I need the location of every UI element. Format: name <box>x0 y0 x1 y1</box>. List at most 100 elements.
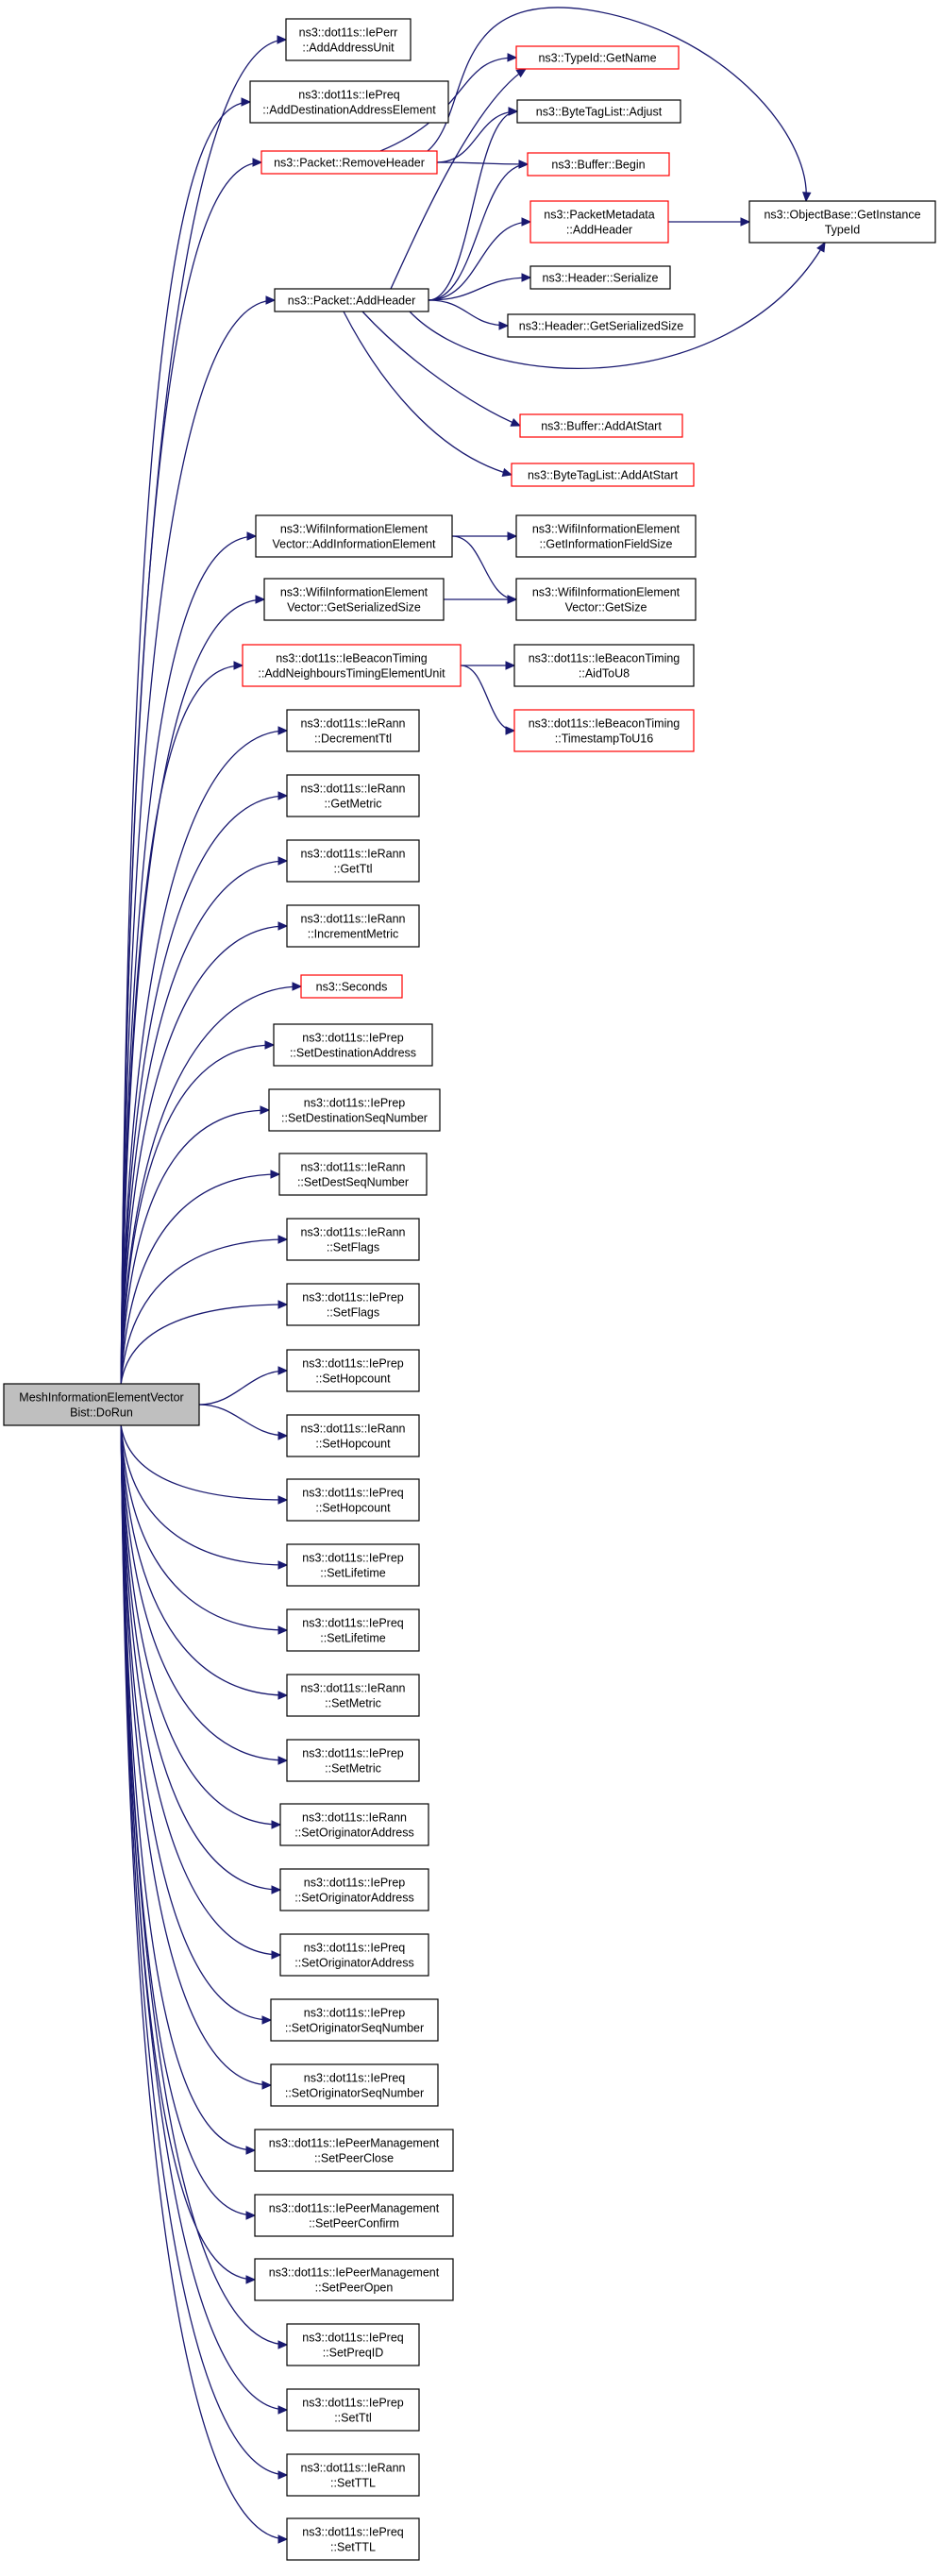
node-ierann-getttl[interactable]: ns3::dot11s::IeRann::GetTtl <box>286 839 420 883</box>
node-ierann-incrementmetric[interactable]: ns3::dot11s::IeRann::IncrementMetric <box>286 904 420 948</box>
node-ieprep-setdestinationaddress[interactable]: ns3::dot11s::IePrep::SetDestinationAddre… <box>273 1023 433 1067</box>
node-box[interactable] <box>268 1088 441 1132</box>
node-ierann-decrementttl[interactable]: ns3::dot11s::IeRann::DecrementTtl <box>286 709 420 752</box>
node-wifiievector-getsize[interactable]: ns3::WifiInformationElementVector::GetSi… <box>515 578 697 621</box>
node-seconds[interactable]: ns3::Seconds <box>300 974 403 999</box>
node-header-getserializedsize[interactable]: ns3::Header::GetSerializedSize <box>507 313 696 338</box>
node-box[interactable] <box>286 774 420 817</box>
node-box[interactable] <box>286 904 420 948</box>
node-box[interactable] <box>260 150 438 175</box>
node-wifiievector-getserializedsize[interactable]: ns3::WifiInformationElementVector::GetSe… <box>263 578 445 621</box>
node-box[interactable] <box>513 709 695 752</box>
node-ieprep-setoriginatoraddress[interactable]: ns3::dot11s::IePrep::SetOriginatorAddres… <box>279 1868 429 1911</box>
node-box[interactable] <box>513 644 695 687</box>
node-buffer-addatstart[interactable]: ns3::Buffer::AddAtStart <box>519 413 683 438</box>
node-box[interactable] <box>285 18 412 61</box>
node-box[interactable] <box>286 839 420 883</box>
node-ierann-setflags[interactable]: ns3::dot11s::IeRann::SetFlags <box>286 1218 420 1261</box>
node-iepreq-setoriginatoraddress[interactable]: ns3::dot11s::IePreq::SetOriginatorAddres… <box>279 1933 429 1977</box>
node-box[interactable] <box>286 2453 420 2497</box>
node-box[interactable] <box>286 1674 420 1717</box>
node-box[interactable] <box>511 463 695 487</box>
node-box[interactable] <box>274 288 429 312</box>
node-box[interactable] <box>286 2388 420 2432</box>
node-box[interactable] <box>3 1383 200 1426</box>
node-box[interactable] <box>249 80 449 124</box>
node-box[interactable] <box>254 2129 454 2172</box>
node-box[interactable] <box>255 514 453 558</box>
node-box[interactable] <box>270 1998 439 2042</box>
node-ieprep-setlifetime[interactable]: ns3::dot11s::IePrep::SetLifetime <box>286 1543 420 1587</box>
node-box[interactable] <box>507 313 696 338</box>
node-iepreq-setpreqid[interactable]: ns3::dot11s::IePreq::SetPreqID <box>286 2323 420 2366</box>
node-box[interactable] <box>286 709 420 752</box>
node-ierann-setdestseqnumber[interactable]: ns3::dot11s::IeRann::SetDestSeqNumber <box>278 1153 428 1196</box>
node-box[interactable] <box>270 2063 439 2107</box>
node-box[interactable] <box>286 1349 420 1392</box>
node-box[interactable] <box>515 578 697 621</box>
node-iepeermanagement-setpeerclose[interactable]: ns3::dot11s::IePeerManagement::SetPeerCl… <box>254 2129 454 2172</box>
node-box[interactable] <box>279 1803 429 1846</box>
node-box[interactable] <box>515 45 680 70</box>
node-box[interactable] <box>286 1218 420 1261</box>
node-iebeacontiming-aidtou8[interactable]: ns3::dot11s::IeBeaconTiming::AidToU8 <box>513 644 695 687</box>
node-box[interactable] <box>286 1739 420 1782</box>
node-box[interactable] <box>254 2258 454 2301</box>
node-box[interactable] <box>286 1543 420 1587</box>
node-box[interactable] <box>286 1608 420 1652</box>
node-box[interactable] <box>242 644 462 687</box>
node-iebeacontiming-addneighbours[interactable]: ns3::dot11s::IeBeaconTiming::AddNeighbou… <box>242 644 462 687</box>
node-ieprep-setoriginatorseqnumber[interactable]: ns3::dot11s::IePrep::SetOriginatorSeqNum… <box>270 1998 439 2042</box>
node-box[interactable] <box>286 2323 420 2366</box>
node-ieprep-setmetric[interactable]: ns3::dot11s::IePrep::SetMetric <box>286 1739 420 1782</box>
node-box[interactable] <box>519 413 683 438</box>
node-box[interactable] <box>529 265 671 290</box>
node-typeid-getname[interactable]: ns3::TypeId::GetName <box>515 45 680 70</box>
node-box[interactable] <box>273 1023 433 1067</box>
node-iepreq-setoriginatorseqnumber[interactable]: ns3::dot11s::IePreq::SetOriginatorSeqNum… <box>270 2063 439 2107</box>
node-ieperr-addaddressunit[interactable]: ns3::dot11s::IePerr::AddAddressUnit <box>285 18 412 61</box>
node-box[interactable] <box>279 1868 429 1911</box>
node-ieprep-setdestinationseqnumber[interactable]: ns3::dot11s::IePrep::SetDestinationSeqNu… <box>268 1088 441 1132</box>
node-box[interactable] <box>254 2194 454 2237</box>
node-bytetaglist-addatstart[interactable]: ns3::ByteTagList::AddAtStart <box>511 463 695 487</box>
node-wifiie-getinformationfieldsize[interactable]: ns3::WifiInformationElement::GetInformat… <box>515 514 697 558</box>
node-box[interactable] <box>286 1478 420 1522</box>
node-box[interactable] <box>516 99 681 124</box>
node-box[interactable] <box>279 1933 429 1977</box>
node-ierann-setoriginatoraddress[interactable]: ns3::dot11s::IeRann::SetOriginatorAddres… <box>279 1803 429 1846</box>
node-ierann-setttl[interactable]: ns3::dot11s::IeRann::SetTTL <box>286 2453 420 2497</box>
node-iepreq-setlifetime[interactable]: ns3::dot11s::IePreq::SetLifetime <box>286 1608 420 1652</box>
node-box[interactable] <box>300 974 403 999</box>
node-box[interactable] <box>748 200 936 244</box>
node-iepreq-setttl[interactable]: ns3::dot11s::IePreq::SetTTL <box>286 2517 420 2561</box>
node-box[interactable] <box>515 514 697 558</box>
node-ierann-sethopcount[interactable]: ns3::dot11s::IeRann::SetHopcount <box>286 1414 420 1457</box>
node-box[interactable] <box>529 200 669 244</box>
node-box[interactable] <box>278 1153 428 1196</box>
node-iepreq-adddestinationaddresselement[interactable]: ns3::dot11s::IePreq::AddDestinationAddre… <box>249 80 449 124</box>
node-ieprep-setflags[interactable]: ns3::dot11s::IePrep::SetFlags <box>286 1283 420 1326</box>
node-ieprep-setttl[interactable]: ns3::dot11s::IePrep::SetTtl <box>286 2388 420 2432</box>
node-box[interactable] <box>286 1283 420 1326</box>
node-iepreq-sethopcount[interactable]: ns3::dot11s::IePreq::SetHopcount <box>286 1478 420 1522</box>
node-ierann-setmetric[interactable]: ns3::dot11s::IeRann::SetMetric <box>286 1674 420 1717</box>
node-iepeermanagement-setpeerconfirm[interactable]: ns3::dot11s::IePeerManagement::SetPeerCo… <box>254 2194 454 2237</box>
node-wifiievector-addinformationelement[interactable]: ns3::WifiInformationElementVector::AddIn… <box>255 514 453 558</box>
node-packet-addheader[interactable]: ns3::Packet::AddHeader <box>274 288 429 312</box>
node-iepeermanagement-setpeeropen[interactable]: ns3::dot11s::IePeerManagement::SetPeerOp… <box>254 2258 454 2301</box>
node-box[interactable] <box>263 578 445 621</box>
node-bytetaglist-adjust[interactable]: ns3::ByteTagList::Adjust <box>516 99 681 124</box>
node-box[interactable] <box>527 152 670 177</box>
node-iebeacontiming-timestamptou16[interactable]: ns3::dot11s::IeBeaconTiming::TimestampTo… <box>513 709 695 752</box>
node-packetmetadata-addheader[interactable]: ns3::PacketMetadata::AddHeader <box>529 200 669 244</box>
node-packet-removeheader[interactable]: ns3::Packet::RemoveHeader <box>260 150 438 175</box>
node-box[interactable] <box>286 2517 420 2561</box>
node-buffer-begin[interactable]: ns3::Buffer::Begin <box>527 152 670 177</box>
node-header-serialize[interactable]: ns3::Header::Serialize <box>529 265 671 290</box>
node-ieprep-sethopcount[interactable]: ns3::dot11s::IePrep::SetHopcount <box>286 1349 420 1392</box>
node-box[interactable] <box>286 1414 420 1457</box>
node-ierann-getmetric[interactable]: ns3::dot11s::IeRann::GetMetric <box>286 774 420 817</box>
